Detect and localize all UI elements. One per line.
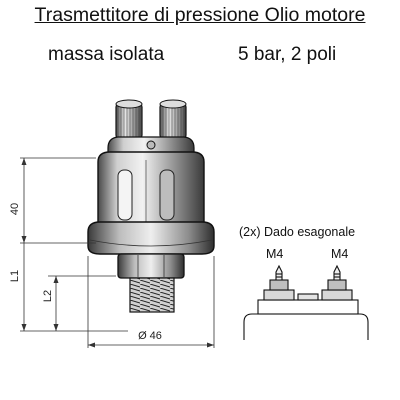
hex-nut xyxy=(117,253,185,279)
subtitle-ground-type: massa isolata xyxy=(48,44,165,65)
center-screw-icon xyxy=(146,140,156,150)
thread-label-right: M4 xyxy=(331,247,348,261)
dimension-diameter-label: Ø 46 xyxy=(138,330,162,342)
terminal-knob-left xyxy=(115,99,143,140)
flange xyxy=(87,221,215,255)
hex-nut-note: (2x) Dado esagonale xyxy=(239,225,355,239)
terminal-detail-drawing xyxy=(243,264,369,340)
dimension-l1-label: L1 xyxy=(9,270,21,282)
subtitle-pressure-range: 5 bar, 2 poli xyxy=(238,44,337,65)
thread-label-left: M4 xyxy=(266,247,283,261)
pressure-sender-body xyxy=(87,99,215,313)
main-housing xyxy=(97,151,205,225)
dimension-lines xyxy=(20,157,215,348)
dimension-l2-label: L2 xyxy=(42,290,54,302)
page-title: Trasmettitore di pressione Olio motore xyxy=(34,4,366,26)
dimension-height-label: 40 xyxy=(9,203,21,215)
terminal-knob-right xyxy=(159,99,187,140)
